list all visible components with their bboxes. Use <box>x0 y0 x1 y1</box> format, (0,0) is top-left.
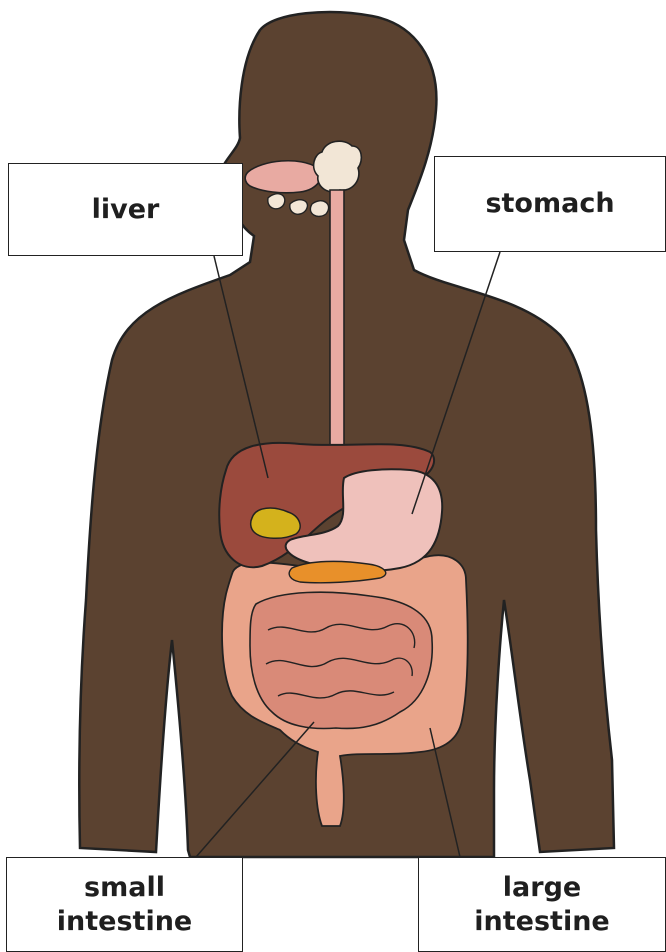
label-large-intestine: large intestine <box>418 857 666 952</box>
label-large-intestine-line1: large <box>503 871 581 905</box>
label-stomach: stomach <box>434 156 666 252</box>
label-small-intestine-line1: small <box>84 871 165 905</box>
label-small-intestine-line2: intestine <box>57 905 192 939</box>
label-liver-text: liver <box>92 193 160 227</box>
pancreas-shape <box>289 561 386 582</box>
esophagus <box>330 190 344 480</box>
label-small-intestine: small intestine <box>6 857 243 952</box>
label-stomach-text: stomach <box>485 187 614 221</box>
label-liver: liver <box>8 163 243 256</box>
label-large-intestine-line2: intestine <box>474 905 609 939</box>
